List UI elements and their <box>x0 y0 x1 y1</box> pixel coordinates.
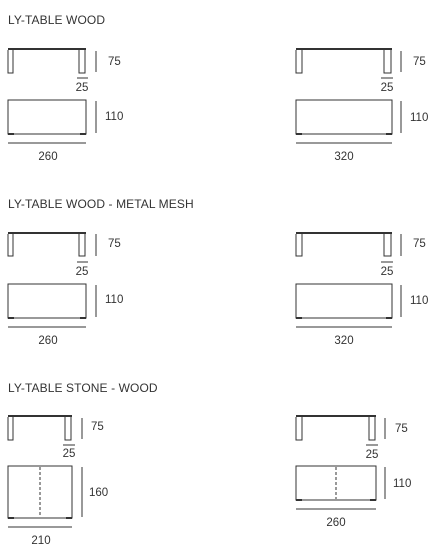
section-title-ly-table-wood-metal-mesh: LY-TABLE WOOD - METAL MESH <box>8 197 194 211</box>
leg-label: 25 <box>76 82 89 94</box>
depth-label: 110 <box>105 294 123 306</box>
height-label: 75 <box>395 423 408 435</box>
leg-label: 25 <box>381 266 394 278</box>
length-label: 260 <box>326 517 345 529</box>
length-label: 260 <box>38 151 57 163</box>
leg-label: 25 <box>366 449 379 461</box>
table-drawing-s1-right <box>295 48 402 144</box>
height-label: 75 <box>91 421 104 433</box>
table-drawing-s3-right <box>295 415 386 510</box>
height-label: 75 <box>413 56 426 68</box>
table-drawing-s2-right <box>295 232 402 328</box>
depth-label: 110 <box>393 478 411 490</box>
length-label: 320 <box>334 335 353 347</box>
table-drawing-s3-left <box>7 415 83 528</box>
depth-label: 110 <box>410 295 428 307</box>
leg-label: 25 <box>63 448 76 460</box>
section-title-ly-table-stone-wood: LY-TABLE STONE - WOOD <box>8 381 158 395</box>
leg-label: 25 <box>76 266 89 278</box>
height-label: 75 <box>413 238 426 250</box>
depth-label: 110 <box>105 111 123 123</box>
depth-label: 160 <box>89 487 108 499</box>
height-label: 75 <box>108 238 121 250</box>
length-label: 260 <box>38 335 57 347</box>
section-title-ly-table-wood: LY-TABLE WOOD <box>8 13 106 27</box>
table-drawing-s2-left <box>7 232 97 328</box>
length-label: 210 <box>31 535 50 547</box>
length-label: 320 <box>334 151 353 163</box>
leg-label: 25 <box>381 82 394 94</box>
table-drawing-s1-left <box>7 48 97 144</box>
height-label: 75 <box>108 56 121 68</box>
depth-label: 110 <box>410 112 428 124</box>
